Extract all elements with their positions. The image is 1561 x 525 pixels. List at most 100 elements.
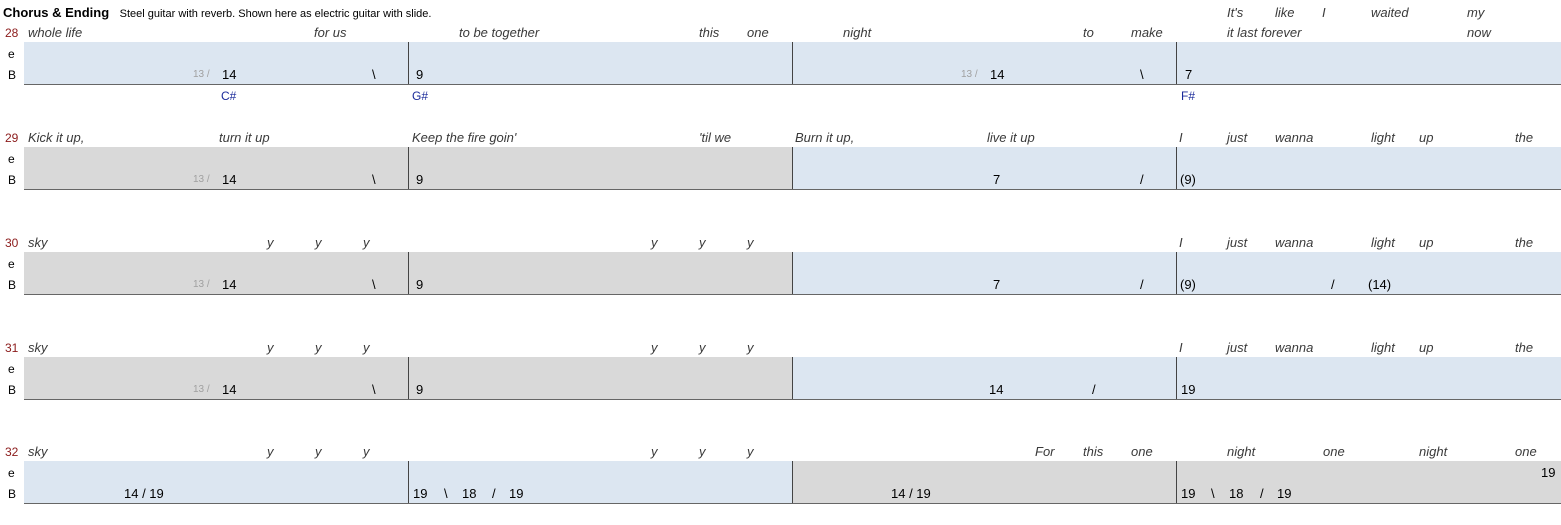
tab-note: (14) — [1368, 277, 1392, 292]
tab-note: 9 — [416, 67, 424, 82]
tab-note: 19 — [1277, 486, 1292, 501]
lyric: whole life — [28, 25, 83, 40]
string-label-e: e — [8, 362, 15, 376]
tab-slide-up: / — [1092, 382, 1096, 397]
lyric: live it up — [987, 130, 1035, 145]
tab-note: 19 — [1541, 465, 1556, 480]
lyric: light — [1371, 340, 1395, 355]
tab-slide-down: \ — [372, 67, 376, 82]
barline — [408, 252, 409, 294]
tab-note: 18 — [462, 486, 477, 501]
lyric: this — [1083, 444, 1104, 459]
barline — [1176, 461, 1177, 503]
tab-note: 19 — [509, 486, 524, 501]
string-label-e: e — [8, 152, 15, 166]
tab-note: 14 / 19 — [891, 486, 931, 501]
row-number: 28 — [5, 26, 19, 40]
tab-note: (9) — [1180, 277, 1196, 292]
lyric: wanna — [1275, 340, 1314, 355]
lyric: sky — [28, 444, 48, 459]
barline — [1176, 357, 1177, 399]
tab-slide-down: \ — [372, 277, 376, 292]
tab-note: 14 — [222, 172, 237, 187]
tab-line-e — [24, 461, 1561, 483]
tab-note: 19 — [413, 486, 428, 501]
lyric: wanna — [1275, 235, 1314, 250]
chord-label: F# — [1181, 89, 1196, 103]
tab-line-e — [24, 147, 1561, 169]
tab-note: 9 — [416, 382, 424, 397]
lyric: Burn it up, — [795, 130, 855, 145]
barline — [408, 461, 409, 503]
tab-note: 14 — [222, 277, 237, 292]
lyric: just — [1227, 340, 1248, 355]
barline — [1176, 147, 1177, 189]
lyric: I — [1179, 235, 1183, 250]
tab-note: 14 / 19 — [124, 486, 164, 501]
lyric: to be together — [459, 25, 540, 40]
lyric: y — [699, 340, 706, 355]
lyric: I — [1179, 340, 1183, 355]
lyric: sky — [28, 235, 48, 250]
lyric: turn it up — [219, 130, 270, 145]
section-header: Chorus & Ending Steel guitar with reverb… — [3, 4, 431, 20]
lyric: y — [267, 444, 274, 459]
lyric: the — [1515, 340, 1534, 355]
tab-slide-down: \ — [372, 382, 376, 397]
string-label-b: B — [8, 487, 17, 501]
tab-note: (9) — [1180, 172, 1196, 187]
lyric: y — [267, 235, 274, 250]
lyric: up — [1419, 235, 1434, 250]
lyric: Kick it up, — [28, 130, 85, 145]
string-label-b: B — [8, 383, 17, 397]
tab-note: 19 — [1181, 382, 1196, 397]
string-label-b: B — [8, 278, 17, 292]
lyric: y — [651, 340, 658, 355]
tab-note: 7 — [1185, 67, 1193, 82]
lyric-above: It's — [1227, 5, 1244, 20]
string-label-b: B — [8, 68, 17, 82]
lyric: for us — [314, 25, 347, 40]
barline — [408, 147, 409, 189]
lyric: it last forever — [1227, 25, 1302, 40]
tab-note: 19 — [1181, 486, 1196, 501]
lyric: just — [1227, 130, 1248, 145]
tab-note: 14 — [222, 67, 237, 82]
lyric: For — [1035, 444, 1055, 459]
tab-note: 14 — [222, 382, 237, 397]
lyric: night — [1227, 444, 1256, 459]
lyric: y — [267, 340, 274, 355]
string-label-e: e — [8, 466, 15, 480]
lyric: wanna — [1275, 130, 1314, 145]
section-title: Chorus & Ending — [3, 5, 110, 20]
tab-slide-up: / — [1331, 277, 1335, 292]
lyric: one — [747, 25, 769, 40]
tab-slide-down: \ — [372, 172, 376, 187]
tab-note: 7 — [993, 277, 1001, 292]
lyric: this — [699, 25, 720, 40]
tab-slide-up: / — [1260, 486, 1264, 501]
lyric: Keep the fire goin' — [412, 130, 517, 145]
tab-note-ghost: 13 / — [193, 384, 210, 395]
string-label-e: e — [8, 47, 15, 61]
lyric: y — [651, 444, 658, 459]
tab-line-b — [24, 273, 1561, 295]
barline — [792, 42, 793, 84]
lyric-above: I — [1322, 5, 1326, 20]
tab-slide-down: \ — [1211, 486, 1215, 501]
lyric: one — [1131, 444, 1153, 459]
lyric: just — [1227, 235, 1248, 250]
lyric: y — [747, 340, 754, 355]
barline — [1176, 42, 1177, 84]
lyric: y — [699, 444, 706, 459]
lyric: one — [1515, 444, 1537, 459]
barline — [792, 147, 793, 189]
lyric-above: like — [1275, 5, 1295, 20]
tab-slide-up: / — [1140, 172, 1144, 187]
lyric: y — [747, 444, 754, 459]
lyric: y — [699, 235, 706, 250]
lyric: light — [1371, 235, 1395, 250]
barline — [408, 357, 409, 399]
string-label-b: B — [8, 173, 17, 187]
barline — [1176, 252, 1177, 294]
